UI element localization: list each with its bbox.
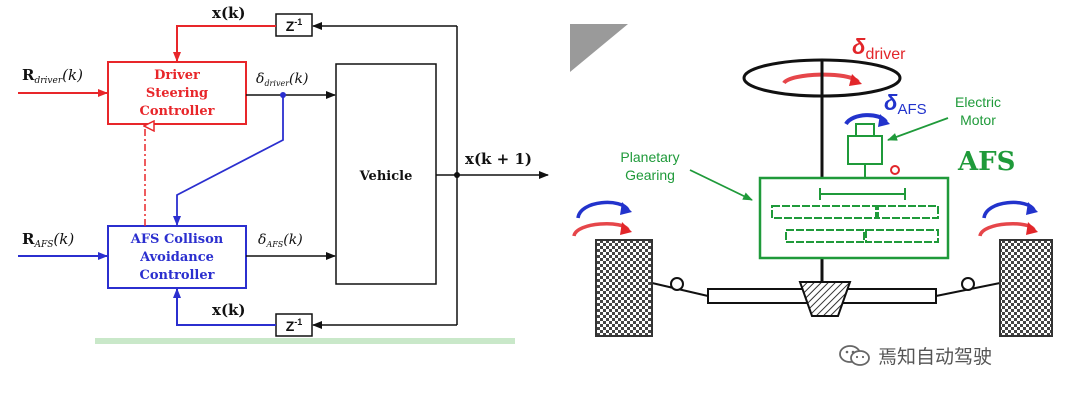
- afs-block-line-2: Avoidance: [139, 250, 214, 265]
- label-x-top: x(k): [212, 4, 246, 22]
- electric-motor: [847, 135, 883, 165]
- afs-block-line-3: Controller: [140, 268, 215, 283]
- label-r-afs: RAFS(k): [22, 230, 74, 250]
- gear-rack-upper-left: [771, 205, 877, 219]
- label-delta-afs: δAFS(k): [258, 232, 303, 249]
- gear-rack-lower-left: [785, 229, 865, 243]
- left-wheel-red-head: [620, 222, 632, 235]
- planetary-label-2: Gearing: [625, 167, 675, 183]
- motor-rotation-arrowhead: [878, 114, 890, 127]
- left-joint: [670, 277, 684, 291]
- driver-steering-controller-block: [107, 61, 247, 125]
- planetary-label-1: Planetary: [620, 149, 679, 165]
- right-wheel: [999, 239, 1053, 337]
- right-wheel-blue-arrow: [982, 200, 1036, 219]
- electric-motor-label-1: Electric: [955, 94, 1001, 110]
- delay-top-label: Z-1: [286, 17, 303, 34]
- left-wheel: [595, 239, 653, 337]
- afs-state-feedback: [173, 288, 276, 326]
- right-wheel-blue-head: [1026, 202, 1038, 215]
- label-x-out: x(k + 1): [465, 150, 532, 168]
- steering-rack-housing: [798, 281, 852, 317]
- label-delta-driver: δdriver(k): [256, 71, 308, 88]
- watermark-text: 焉知自动驾驶: [878, 346, 993, 368]
- right-joint: [961, 277, 975, 291]
- wechat-icon: [839, 344, 870, 366]
- right-wheel-red-head: [1026, 222, 1038, 235]
- motor-pointer: [887, 117, 949, 141]
- planetary-pointer: [689, 169, 753, 201]
- afs-big-label: AFS: [957, 147, 1015, 177]
- label-x-bottom: x(k): [212, 301, 246, 319]
- right-wheel-red-arrow: [978, 222, 1036, 237]
- label-r-driver: Rdriver(k): [22, 66, 83, 86]
- left-wheel-red-arrow: [572, 222, 630, 237]
- driver-block-line-1: Driver: [154, 68, 200, 83]
- left-wheel-blue-arrow: [576, 200, 630, 219]
- gear-rack-upper-right: [877, 205, 939, 219]
- block-diagram: Driver Steering Controller AFS Collison …: [18, 4, 549, 344]
- vehicle-label: Vehicle: [359, 169, 413, 184]
- driver-rotation-arrowhead: [849, 74, 862, 86]
- delta-afs-label: δAFS: [884, 90, 927, 118]
- delta-driver-to-afs: [173, 95, 284, 226]
- watermark: 焉知自动驾驶: [838, 342, 992, 369]
- cropped-caption-strip: [95, 338, 515, 344]
- corner-fold: [570, 24, 628, 72]
- driver-block-line-3: Controller: [140, 104, 215, 119]
- red-marker: [890, 165, 900, 175]
- afs-block-line-1: AFS Collison: [130, 232, 224, 247]
- driver-state-feedback: [173, 25, 276, 62]
- driver-block-line-2: Steering: [146, 86, 208, 101]
- left-wheel-blue-head: [620, 202, 632, 215]
- motor-top-cap: [855, 123, 875, 137]
- delay-bottom-label: Z-1: [286, 317, 303, 334]
- afs-system-illustration: δdriver δAFS Electric Motor AFS Planetar…: [570, 24, 1053, 337]
- delta-driver-label: δdriver: [852, 34, 906, 63]
- vehicle-block: [335, 63, 437, 285]
- gear-rack-lower-right: [865, 229, 939, 243]
- electric-motor-label-2: Motor: [960, 112, 996, 128]
